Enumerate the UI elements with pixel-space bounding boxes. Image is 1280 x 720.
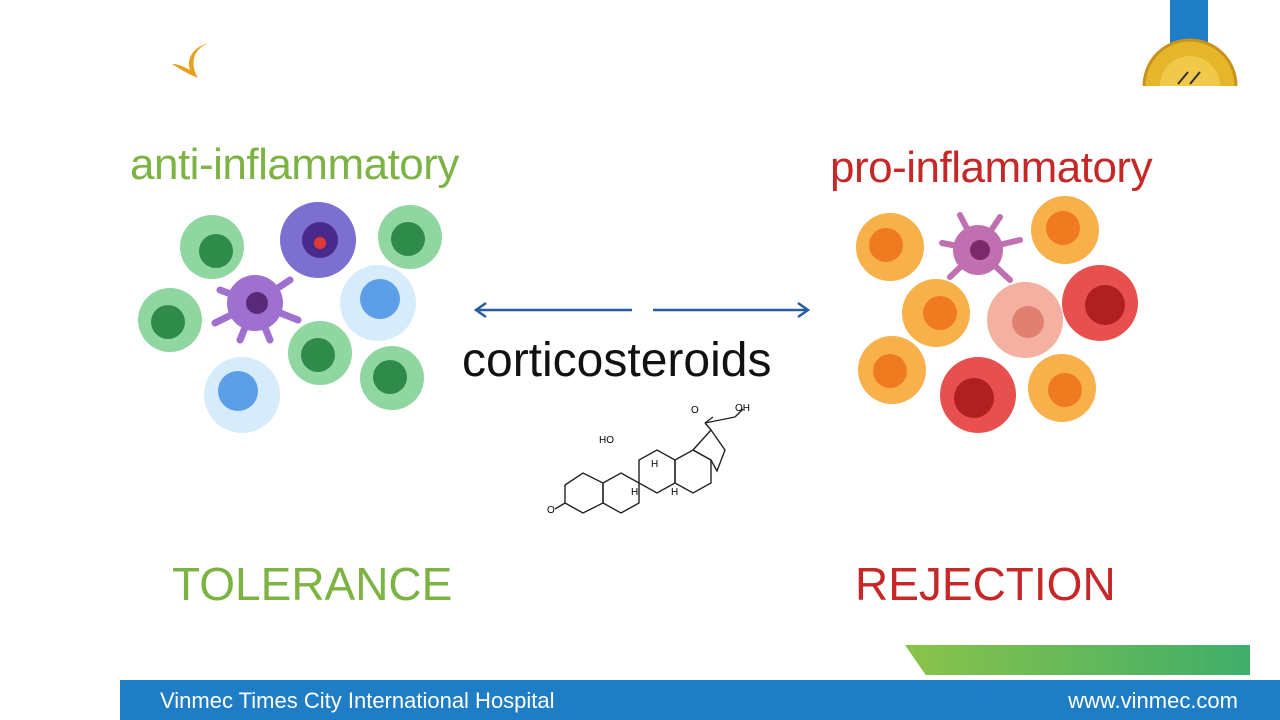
jci-seal-icon <box>1142 38 1238 86</box>
corticosteroids-label: corticosteroids <box>462 334 772 387</box>
hydrogen-label: H <box>651 459 658 470</box>
green-cell <box>378 205 442 269</box>
hydrogen-label: H <box>631 487 638 498</box>
seal-ribbon <box>1170 0 1208 45</box>
dendritic-cell <box>211 275 302 344</box>
rejection-label: REJECTION <box>855 558 1116 610</box>
green-cell <box>138 288 202 352</box>
pro-inflammatory-heading: pro-inflammatory <box>830 143 1153 192</box>
ketone-label: O <box>547 505 555 516</box>
green-cell <box>180 215 244 279</box>
light-blue-cell <box>340 265 416 341</box>
hydroxyl-right-label: OH <box>735 403 750 414</box>
footer-bar: Vinmec Times City International Hospital… <box>120 680 1280 720</box>
bidirectional-arrows <box>473 301 811 319</box>
red-cell <box>940 357 1016 433</box>
green-cell <box>288 321 352 385</box>
website-link[interactable]: www.vinmec.com <box>1068 688 1238 713</box>
hydroxyl-label: HO <box>599 435 614 446</box>
light-blue-cell <box>204 357 280 433</box>
dendritic-cell <box>939 212 1023 283</box>
anti-inflammatory-heading: anti-inflammatory <box>130 140 459 189</box>
pro-inflammatory-cells <box>856 196 1138 433</box>
tolerance-label: TOLERANCE <box>172 558 453 610</box>
orange-cell <box>902 279 970 347</box>
anti-inflammatory-cells <box>138 202 442 433</box>
right-arrow-icon <box>653 301 811 319</box>
ketone-top-label: O <box>691 405 699 416</box>
decorative-green-bar <box>905 645 1250 675</box>
pink-cell <box>987 282 1063 358</box>
green-cell <box>360 346 424 410</box>
red-cell <box>1062 265 1138 341</box>
hydrogen-label: H <box>671 487 678 498</box>
cortisol-structure: O HO O OH H H H <box>547 403 750 516</box>
vinmec-logo-icon <box>172 43 210 78</box>
orange-cell <box>1028 354 1096 422</box>
orange-cell <box>856 213 924 281</box>
hospital-name: Vinmec Times City International Hospital <box>160 688 555 713</box>
orange-cell <box>1031 196 1099 264</box>
macrophage-cell <box>280 202 356 278</box>
orange-cell <box>858 336 926 404</box>
left-arrow-icon <box>473 301 632 319</box>
